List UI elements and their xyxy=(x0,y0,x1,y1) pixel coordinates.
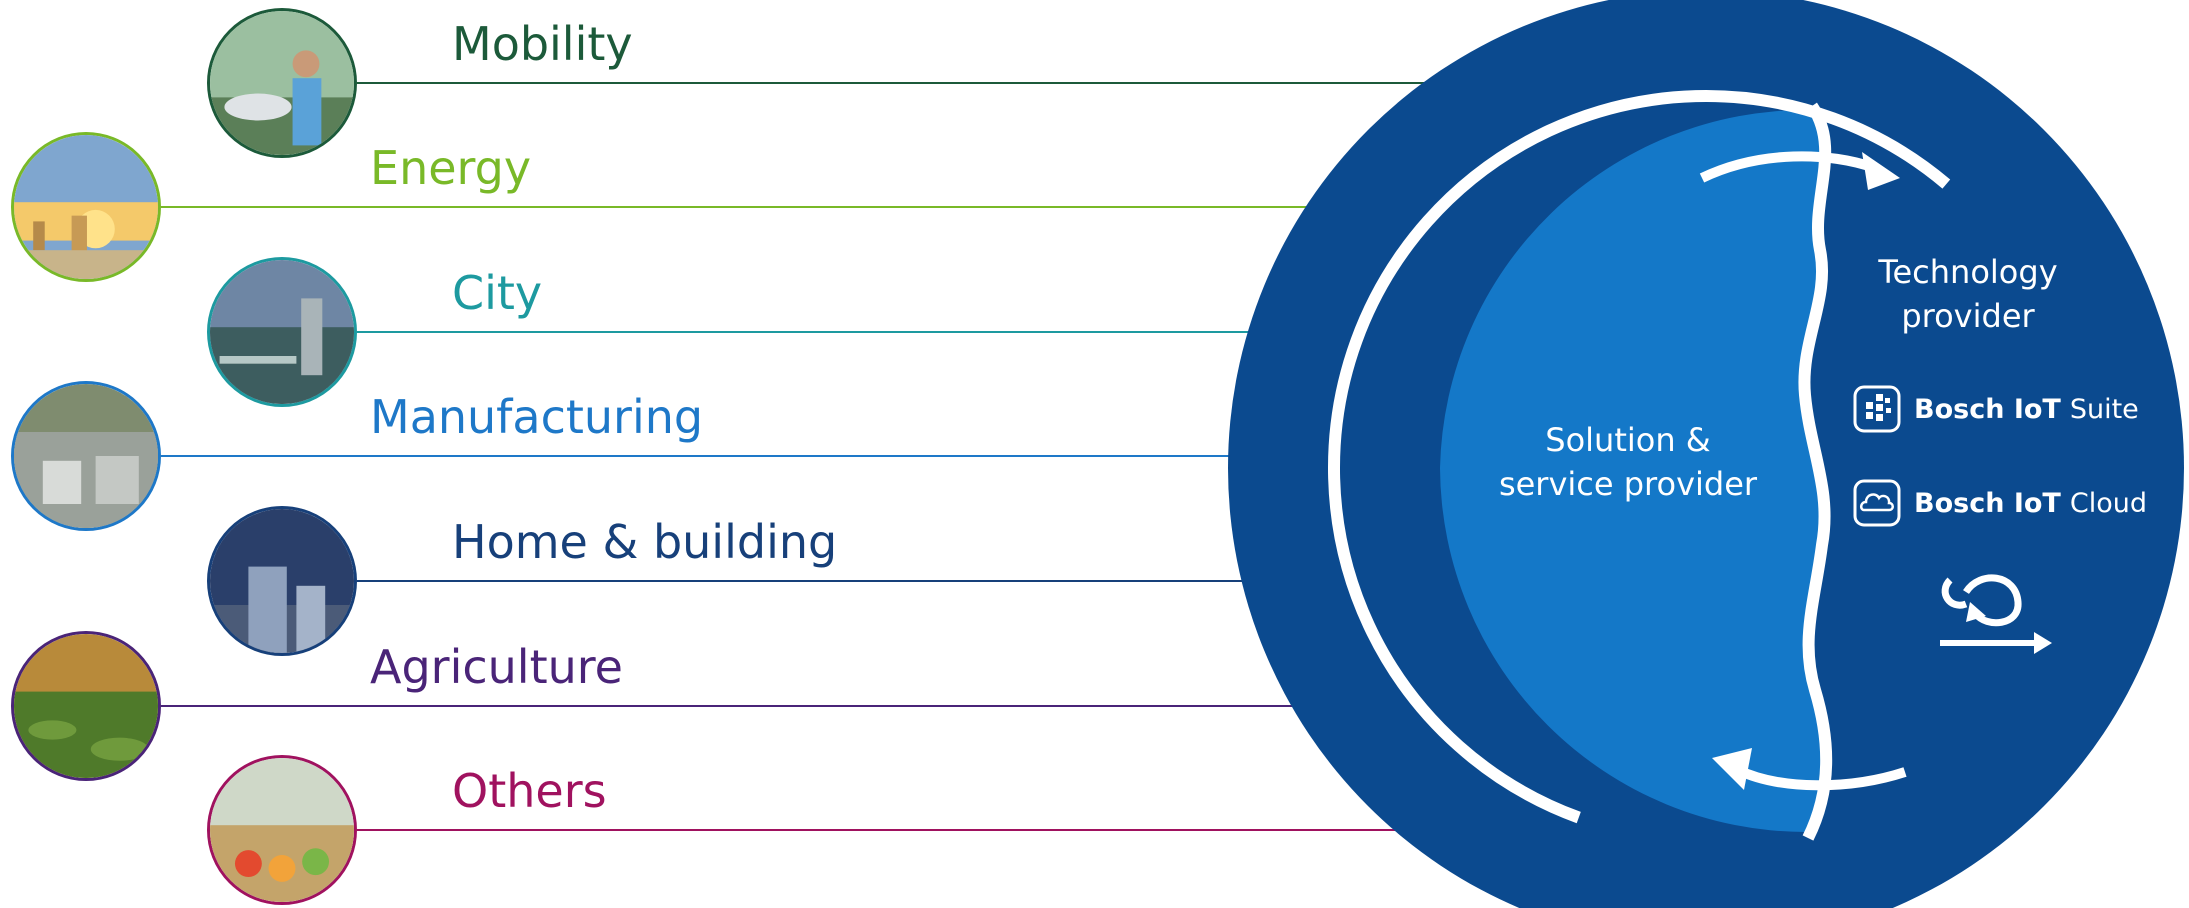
technology-provider-label: Technology provider xyxy=(1838,250,2098,338)
bosch-iot-cloud: Bosch IoT Cloud xyxy=(1852,478,2147,528)
iteration-loop-icon xyxy=(1936,566,2052,656)
mobility-photo xyxy=(207,8,357,158)
agriculture-photo-graphic xyxy=(14,634,158,778)
solution-provider-area xyxy=(1440,109,1826,833)
manufacturing-photo xyxy=(11,381,161,531)
top-flow-arrow xyxy=(1699,151,1877,183)
cloud-icon xyxy=(1852,478,1902,528)
connector-lines xyxy=(161,82,1708,831)
manufacturing-photo-graphic xyxy=(14,384,158,528)
energy-photo xyxy=(11,132,161,282)
suite-brand-bold: Bosch IoT xyxy=(1914,393,2061,425)
energy-photo-graphic xyxy=(14,135,158,279)
solution-line-1: Solution & xyxy=(1545,421,1711,459)
cloud-brand-light: Cloud xyxy=(2069,487,2147,519)
provider-circle xyxy=(1228,0,2184,908)
top-flow-arrowhead xyxy=(1862,152,1900,190)
bottom-flow-arrowhead xyxy=(1712,748,1752,790)
technology-line-1: Technology xyxy=(1878,253,2058,291)
domain-label: Mobility xyxy=(452,17,633,71)
domain-label: Home & building xyxy=(452,515,838,569)
home-building-photo-graphic xyxy=(210,509,354,653)
domain-label: Others xyxy=(452,764,607,818)
city-photo-graphic xyxy=(210,260,354,404)
suite-grid-icon xyxy=(1852,384,1902,434)
solution-provider-label: Solution & service provider xyxy=(1478,418,1778,506)
wavy-divider xyxy=(1798,102,1833,841)
domain-label: Manufacturing xyxy=(370,390,704,444)
mobility-photo-graphic xyxy=(210,11,354,155)
bottom-flow-arrow xyxy=(1735,765,1907,791)
home-building-photo xyxy=(207,506,357,656)
bosch-iot-suite: Bosch IoT Suite xyxy=(1852,384,2139,434)
agriculture-photo xyxy=(11,631,161,781)
domain-label: City xyxy=(452,266,543,320)
city-photo xyxy=(207,257,357,407)
cloud-brand-bold: Bosch IoT xyxy=(1914,487,2061,519)
suite-brand-light: Suite xyxy=(2069,393,2139,425)
others-photo-graphic xyxy=(210,758,354,902)
domain-label: Agriculture xyxy=(370,640,623,694)
others-photo xyxy=(207,755,357,905)
technology-line-2: provider xyxy=(1901,297,2035,335)
solution-line-2: service provider xyxy=(1498,465,1758,503)
domain-label: Energy xyxy=(370,141,532,195)
